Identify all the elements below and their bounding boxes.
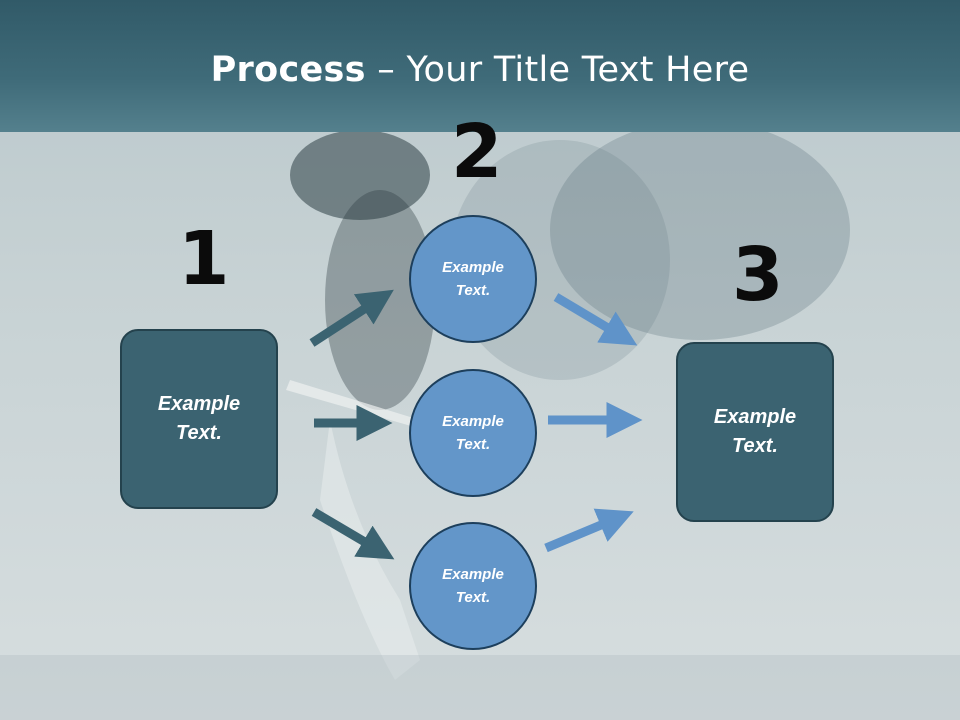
arrow-bottom-to-right [544, 508, 634, 553]
process-circle-top: Example Text. [409, 215, 537, 343]
left-process-box: Example Text. [120, 329, 278, 509]
circle-top-text: Example Text. [442, 259, 504, 299]
arrow-left-to-top [309, 289, 394, 347]
arrow-top-to-right [553, 293, 638, 346]
arrow-left-to-bottom [311, 508, 395, 560]
title-bold: Process [210, 50, 366, 90]
step-number-3: 3 [732, 232, 784, 318]
circle-bottom-text: Example Text. [442, 566, 504, 606]
circle-middle-text: Example Text. [442, 413, 504, 453]
right-process-box: Example Text. [676, 342, 834, 522]
title-band [0, 0, 960, 132]
left-box-text: Example Text. [157, 393, 241, 444]
process-circle-middle: Example Text. [409, 369, 537, 497]
step-number-2: 2 [451, 109, 503, 195]
right-box-text: Example Text. [713, 406, 797, 457]
slide-title: Process – Your Title Text Here [0, 50, 960, 90]
title-rest: – Your Title Text Here [365, 50, 750, 90]
step-number-1: 1 [178, 216, 230, 302]
process-circle-bottom: Example Text. [409, 522, 537, 650]
